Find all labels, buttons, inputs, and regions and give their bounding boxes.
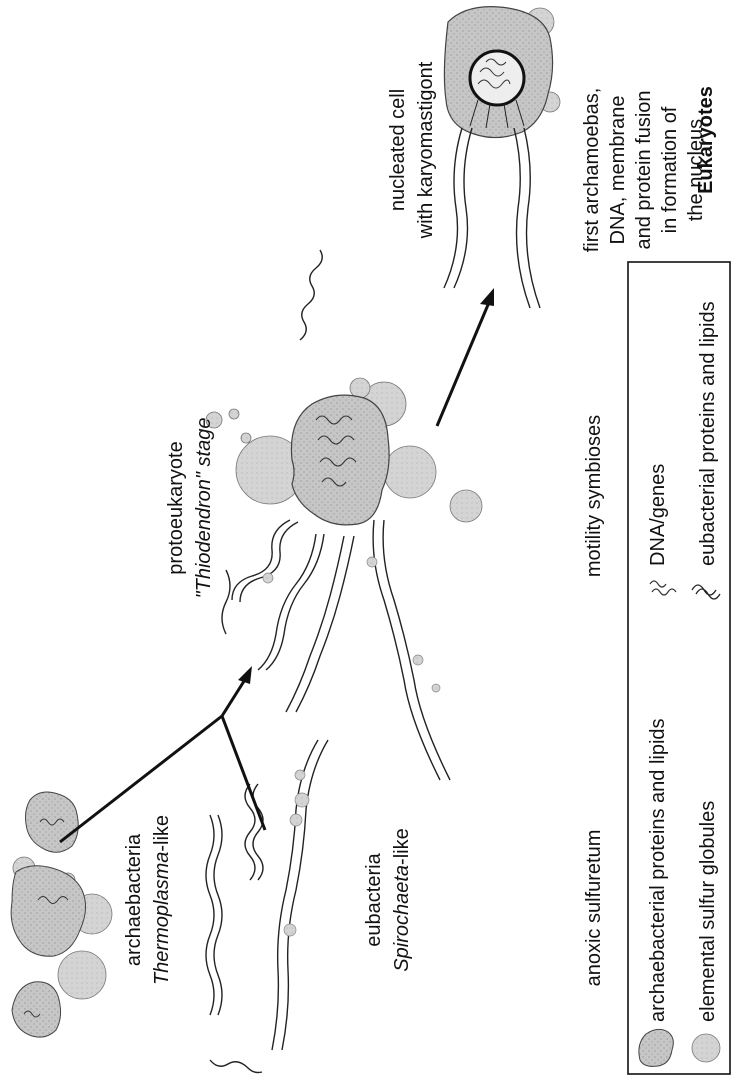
nucleus xyxy=(470,51,524,105)
archaebacterial-cell xyxy=(291,395,389,525)
legend: archaebacterial proteins and lipids elem… xyxy=(628,262,730,1074)
legend-archaebacterial-label: archaebacterial proteins and lipids xyxy=(647,718,669,1022)
legend-dna-icon xyxy=(650,581,676,595)
label-archaebacteria-line2: Thermoplasma-like xyxy=(151,815,173,985)
spirochete xyxy=(214,815,222,1015)
protoeukaryote xyxy=(206,378,482,525)
stage-archamoebas-line: in formation of xyxy=(659,106,681,233)
sulfur-globule xyxy=(384,446,436,498)
arrows xyxy=(60,300,490,842)
arrowhead-merge xyxy=(238,666,252,684)
archaebacteria-cluster xyxy=(11,792,112,1037)
label-eubacteria-line2: Spirochaeta-like xyxy=(391,828,413,971)
archaebacterial-cell xyxy=(11,866,85,957)
eubacteria-globules xyxy=(284,770,309,936)
sulfur-globule xyxy=(450,490,482,522)
sulfur-globule xyxy=(241,433,251,443)
stage-archamoebas: first archamoebas, DNA, membrane and pro… xyxy=(581,88,707,253)
stage-archamoebas-line: and protein fusion xyxy=(633,90,655,249)
spirochete xyxy=(206,815,214,1015)
stage-archamoebas-line: the nucleus xyxy=(685,119,707,221)
label-nucleated-line1: nucleated cell xyxy=(387,89,409,211)
arrowhead-nucleated xyxy=(480,288,494,306)
legend-archaebacterial-icon xyxy=(639,1029,673,1066)
legend-sulfur-label: elemental sulfur globules xyxy=(697,801,719,1022)
spirochete xyxy=(210,1060,262,1073)
sulfur-globule xyxy=(229,409,239,419)
label-protoeukaryote-line1: protoeukaryote xyxy=(165,441,187,574)
legend-sulfur-icon xyxy=(692,1034,720,1062)
protoeukaryote-small-globules xyxy=(263,557,440,692)
arrow-archaebacteria xyxy=(60,716,222,842)
arrow-merge xyxy=(222,678,246,716)
label-archaebacteria-line1: archaebacteria xyxy=(123,833,145,966)
eubacteria-group xyxy=(206,740,328,1073)
arrow-eubacteria xyxy=(222,716,265,830)
legend-dna-label: DNA/genes xyxy=(647,464,669,566)
legend-eubacterial-label: eubacterial proteins and lipids xyxy=(697,301,719,566)
label-eubacteria-line1: eubacteria xyxy=(363,852,385,946)
stage-archamoebas-line: first archamoebas, xyxy=(581,88,603,253)
label-nucleated-line2: with karyomastigont xyxy=(415,61,437,239)
label-protoeukaryote-line2: "Thiodendron" stage xyxy=(193,418,215,599)
stage-motility-symbioses: motility symbioses xyxy=(583,415,605,577)
nucleated-undulipodia xyxy=(444,128,540,308)
arrow-to-nucleated xyxy=(437,300,490,426)
nucleated-cell xyxy=(444,7,560,138)
legend-eubacterial-icon xyxy=(692,585,720,599)
stage-archamoebas-line: DNA, membrane xyxy=(607,96,629,245)
archaebacterial-cell xyxy=(26,792,79,852)
spirochete xyxy=(282,740,328,1050)
sulfur-globule xyxy=(350,378,370,398)
archaebacterial-cell xyxy=(12,982,61,1037)
sulfur-globule xyxy=(58,951,106,999)
stage-anoxic-sulfuretum: anoxic sulfuretum xyxy=(583,830,605,987)
